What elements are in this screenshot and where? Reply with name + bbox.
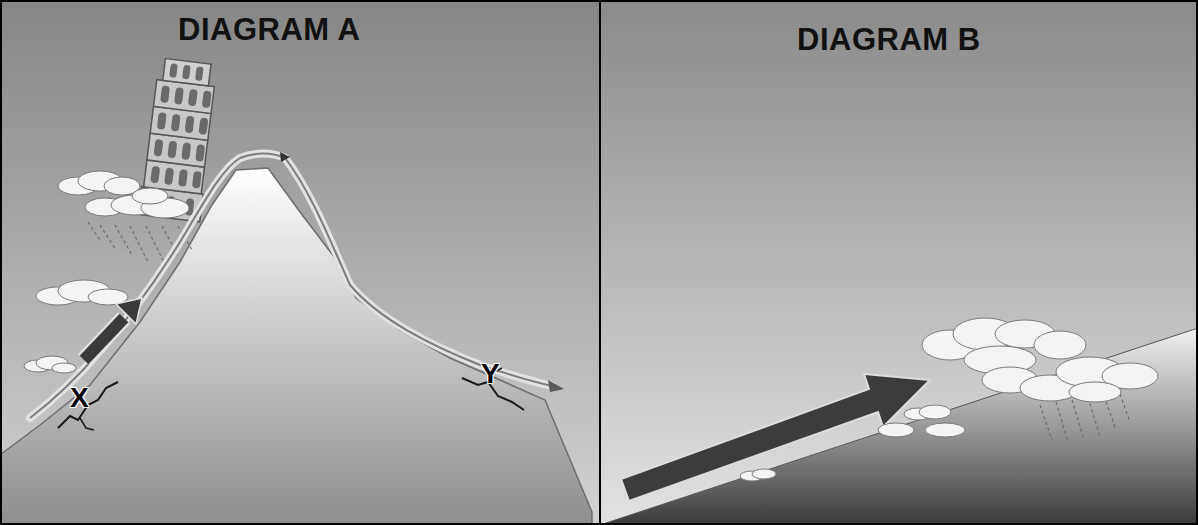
- cloud-puff: [752, 469, 776, 479]
- tower-window: [157, 112, 167, 130]
- cloud-puff: [919, 405, 951, 419]
- cloud: [58, 171, 189, 218]
- tower-window: [182, 65, 191, 80]
- arrowhead: [280, 152, 290, 162]
- mountain: [0, 168, 592, 525]
- diagram-panel: DIAGRAM B: [599, 0, 1198, 525]
- cloud: [740, 469, 776, 481]
- cloud: [878, 405, 965, 437]
- wind-arrow: [84, 318, 124, 360]
- tower-window: [181, 142, 191, 160]
- cloud: [36, 280, 128, 305]
- rain-streak: [1120, 394, 1130, 422]
- diagram-panel: DIAGRAM A: [0, 0, 601, 525]
- panel-heading: DIAGRAM A: [178, 12, 360, 48]
- wind-arrow-head: [116, 298, 142, 324]
- tower-window: [171, 114, 181, 132]
- cloud-puff: [52, 363, 76, 373]
- air-path: [30, 154, 552, 419]
- cloud-puff: [1034, 331, 1086, 359]
- tower-window: [164, 167, 174, 185]
- tower-window: [185, 116, 195, 134]
- rain-streak: [1056, 402, 1068, 442]
- tower-window: [169, 63, 178, 78]
- air-mass-arrow: [621, 374, 930, 501]
- tower-window: [160, 85, 170, 103]
- tower-window: [150, 166, 160, 184]
- tower-window: [202, 90, 212, 108]
- cloud-puff: [132, 188, 168, 204]
- rain-streak: [146, 226, 164, 262]
- arrowhead: [548, 380, 564, 392]
- sloping-ground: [600, 328, 1198, 525]
- ground-crack: [80, 418, 94, 430]
- point-label: Y: [481, 358, 500, 390]
- point-label: X: [70, 382, 89, 414]
- tower-window: [195, 66, 204, 81]
- cloud-puff: [1069, 382, 1121, 402]
- tower-window: [195, 144, 205, 162]
- tower-window: [153, 139, 163, 157]
- cloud-puff: [925, 423, 965, 437]
- sky: [600, 0, 1198, 525]
- rain-streak: [100, 225, 116, 250]
- rain-streak: [1088, 398, 1100, 436]
- cloud: [922, 318, 1158, 402]
- ground-crack: [58, 382, 118, 428]
- tower-window: [167, 141, 177, 159]
- tower-top: [163, 58, 211, 85]
- cloud-puff: [878, 423, 914, 437]
- tower-window: [198, 117, 208, 135]
- rain-streak: [1072, 400, 1084, 440]
- rain-streak: [115, 225, 132, 255]
- air-path-line: [30, 154, 552, 419]
- cloud: [24, 356, 76, 373]
- tower-window: [178, 169, 188, 187]
- rain-streak: [130, 226, 148, 262]
- panel-heading: DIAGRAM B: [797, 22, 981, 58]
- sky: [0, 0, 600, 525]
- rain-streak: [88, 222, 100, 240]
- rain-streak: [1040, 405, 1052, 440]
- tower-window: [174, 87, 184, 105]
- tower-window: [188, 89, 198, 107]
- tower-window: [192, 171, 202, 189]
- wind-arrow-edge: [84, 318, 124, 360]
